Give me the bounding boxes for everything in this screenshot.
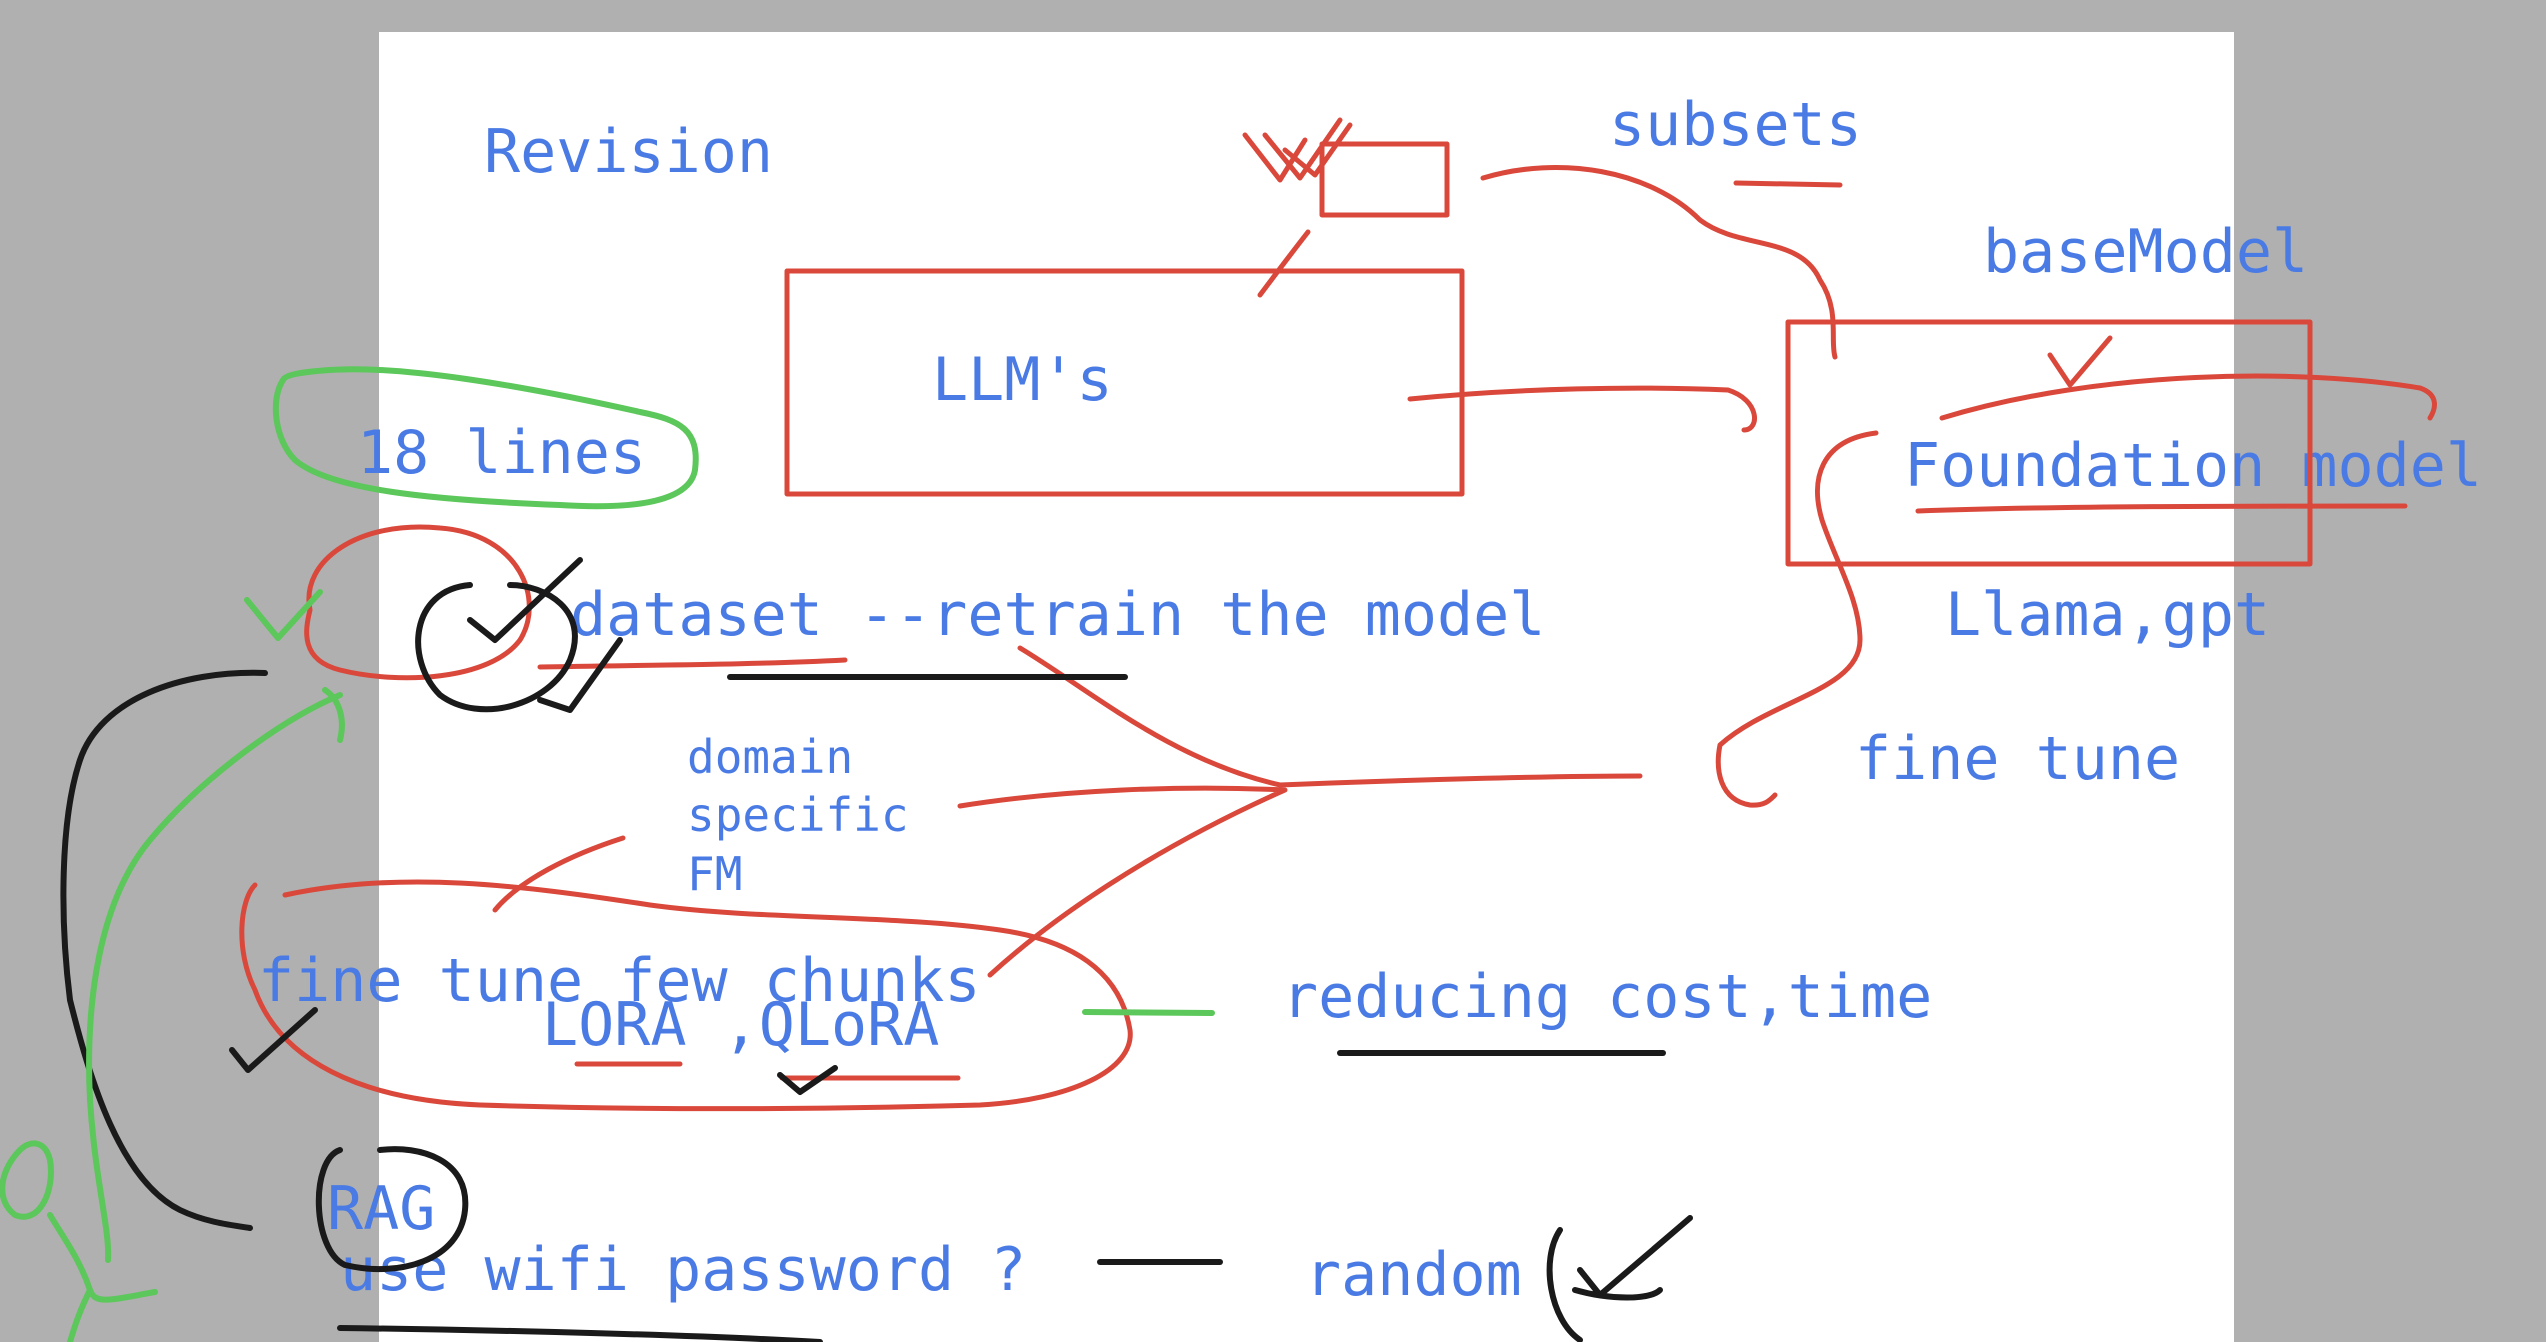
whiteboard-page bbox=[379, 32, 2234, 1342]
black-check-fine-tune bbox=[229, 1007, 318, 1073]
label-18-lines: 18 lines bbox=[357, 418, 646, 488]
label-fine-tune: fine tune bbox=[1855, 724, 2181, 794]
label-random: random bbox=[1305, 1240, 1522, 1310]
title-revision: Revision bbox=[484, 117, 773, 187]
label-rag: RAG bbox=[327, 1174, 436, 1244]
label-subsets: subsets bbox=[1609, 90, 1862, 160]
label-dataset-retrain: dataset --retrain the model bbox=[570, 580, 1546, 650]
specific-line: specific bbox=[687, 788, 909, 843]
label-lora-qlora: LORA ,QLoRA bbox=[542, 990, 940, 1060]
label-llms: LLM's bbox=[932, 345, 1113, 415]
label-llama-gpt: Llama,gpt bbox=[1945, 580, 2271, 650]
black-curve-rag bbox=[60, 669, 268, 1231]
label-foundation-model: Foundation model bbox=[1904, 431, 2482, 501]
green-check-dataset bbox=[244, 589, 323, 641]
green-arrowhead bbox=[322, 687, 345, 743]
label-base-model: baseModel bbox=[1983, 217, 2309, 287]
green-stick-figure bbox=[0, 1140, 158, 1342]
label-reducing-cost-time: reducing cost,time bbox=[1282, 962, 1933, 1032]
label-domain-specific-fm: domain specific FM bbox=[687, 728, 909, 903]
domain-line: domain bbox=[687, 730, 854, 784]
fm-line: FM bbox=[687, 846, 743, 901]
label-use-wifi-password: use wifi password ? bbox=[340, 1235, 1027, 1305]
